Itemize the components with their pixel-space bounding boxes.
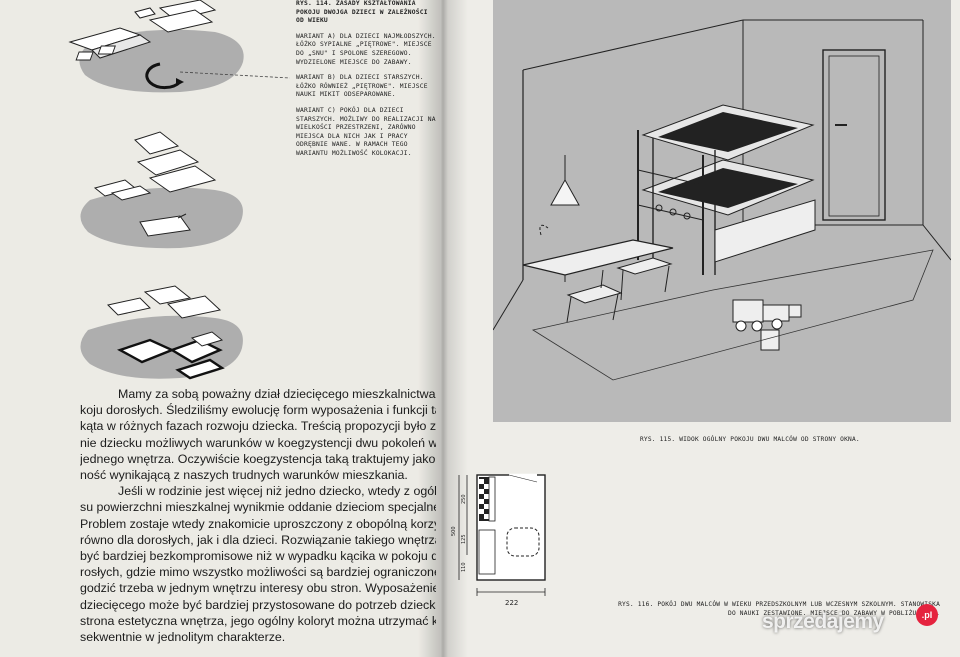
diagram-variant-c — [80, 285, 243, 380]
figure-114-variant-b: WARIANT b) DLA DZIECI STARSZYCH. ŁÓŻKO R… — [296, 74, 428, 99]
plan-dim-side-b: 125 — [461, 534, 467, 544]
figure-115-caption: RYS. 115. WIDOK OGÓLNY POKOJU DWU MALCÓW… — [640, 436, 860, 443]
watermark-text: sprzedajemy — [762, 610, 884, 633]
left-page: RYS. 114. ZASADY KSZTAŁTOWANIA POKOJU DW… — [0, 0, 440, 657]
figure-116-floor-plan: 222 500 250 125 110 — [451, 473, 546, 607]
body-line: Jeśli w rodzinie jest więcej niż jedno d… — [118, 484, 436, 499]
body-line: sekwentnie w jednolitym charakterze. — [80, 630, 286, 645]
figure-114-variant-c: WARIANT c) POKÓJ DLA DZIECI STARSZYCH. M… — [296, 106, 436, 157]
figure-114-diagrams — [68, 0, 291, 380]
figure-114-caption: RYS. 114. ZASADY KSZTAŁTOWANIA POKOJU DW… — [296, 0, 436, 166]
body-line: być bardziej bezkompromisowe niż w wypad… — [80, 549, 436, 564]
figure-116-caption: RYS. 116. POKÓJ DWU MALCÓW W WIEKU PRZED… — [560, 600, 940, 618]
figure-116-caption-line1: RYS. 116. POKÓJ DWU MALCÓW W WIEKU PRZED… — [618, 601, 940, 608]
body-line: strona estetyczna wnętrza, jego ogólny k… — [80, 613, 436, 628]
body-line: su powierzchni mieszkalnej wynikmie odda… — [80, 500, 436, 515]
plan-dim-side-total: 500 — [451, 526, 457, 536]
desk — [522, 224, 674, 282]
body-text: Mamy za sobą poważny dział dziecięcego m… — [80, 386, 436, 645]
diagram-variant-b — [80, 131, 243, 249]
body-line: koju dorosłych. Śledziliśmy ewolucję for… — [80, 403, 436, 418]
body-line: ność wynikającą z naszych trudnych warun… — [80, 468, 408, 483]
plan-dim-side-a: 250 — [461, 494, 467, 504]
body-line: nie dziecku możliwych warunków w koegzys… — [80, 435, 436, 450]
body-line: godzić trzeba w jednym wnętrzu interesy … — [80, 581, 436, 596]
figure-114-variant-a: WARIANT a) DLA DZIECI NAJMŁODSZYCH. ŁÓŻK… — [296, 32, 436, 66]
watermark-badge: .pl — [916, 604, 938, 626]
body-line: rosłych, gdzie mimo wszystko możliwości … — [80, 565, 436, 580]
figure-114-title: RYS. 114. ZASADY KSZTAŁTOWANIA POKOJU DW… — [296, 0, 428, 25]
book-gutter-shadow — [418, 0, 468, 657]
body-line: jednego wnętrza. Oczywiście koegzystencj… — [80, 451, 436, 466]
body-line: dziecięcego może być bardziej przystosow… — [80, 597, 436, 612]
figure-116-caption-line2: DO NAUKI ZESTAWIONE. MIEJSCE DO ZABAWY W… — [728, 610, 940, 617]
body-line: Problem zostaje wtedy znakomicie uproszc… — [80, 516, 436, 531]
chairs — [566, 257, 673, 323]
diagram-variant-a — [68, 0, 291, 93]
bunk-bed — [637, 104, 816, 275]
toy-train — [732, 299, 802, 351]
body-line: kąta w różnych fazach rozwoju dziecka. T… — [80, 419, 436, 434]
plan-dim-bottom: 222 — [505, 599, 518, 607]
plan-dim-side-c: 110 — [461, 562, 467, 572]
room-perspective-illustration — [492, 19, 952, 381]
lamp — [550, 155, 580, 206]
body-line: równo dla dorosłych, jak i dla dzieci. R… — [80, 532, 436, 547]
body-line: Mamy za sobą poważny dział dziecięcego m… — [118, 387, 436, 401]
figure-115-room-drawing — [492, 0, 952, 422]
